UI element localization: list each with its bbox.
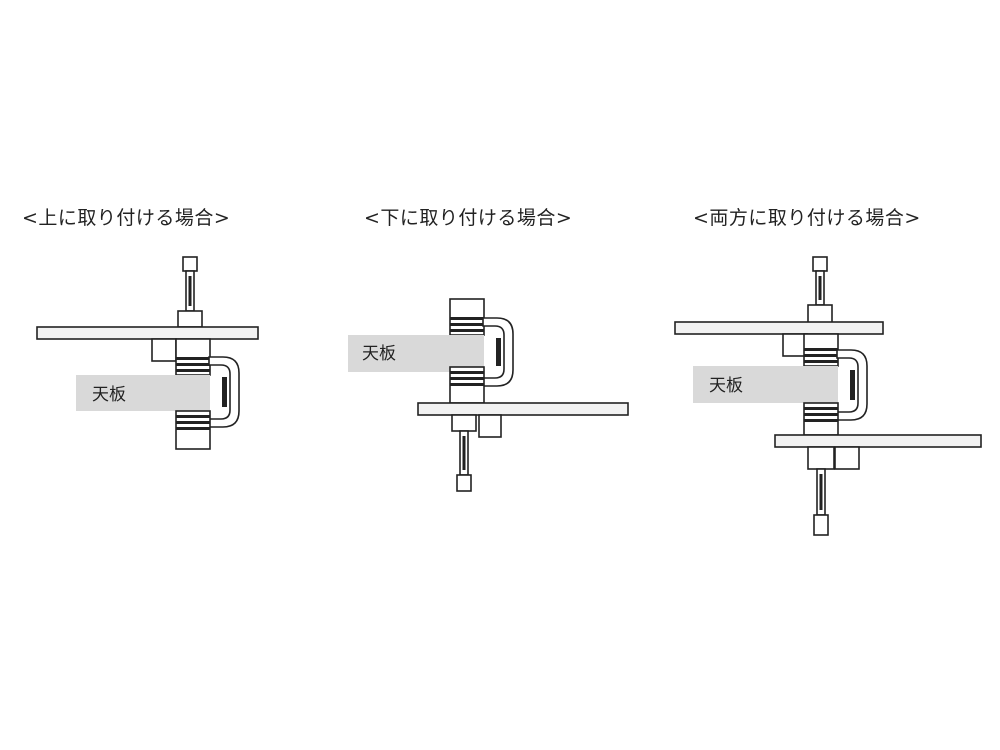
tabletop <box>348 335 484 372</box>
mounting-plate <box>36 326 259 340</box>
tabletop-label: 天板 <box>362 344 396 364</box>
c-clamp-icon <box>482 317 514 387</box>
post <box>807 446 835 536</box>
heading-both-mount: <両方に取り付ける場合> <box>693 207 921 229</box>
c-clamp-icon <box>836 349 868 421</box>
lower-jaw <box>175 410 211 450</box>
tabletop <box>693 366 838 403</box>
lower-mounting-plate <box>774 434 982 448</box>
diagram-top-mount: 天板 <box>36 256 259 450</box>
lower-jaw <box>803 402 839 436</box>
heading-top-mount: <上に取り付ける場合> <box>22 207 231 229</box>
diagram-bottom-mount: 天板 <box>348 298 629 492</box>
c-clamp-icon <box>208 356 240 428</box>
heading-bottom-mount: <下に取り付ける場合> <box>364 207 573 229</box>
spacer-block <box>478 414 502 438</box>
upper-jaw <box>175 338 211 376</box>
spacer-block <box>834 446 860 470</box>
post <box>451 414 477 492</box>
diagram-both-mount: 天板 <box>674 256 982 536</box>
mounting-plate <box>417 402 629 416</box>
upper-jaw <box>803 333 839 367</box>
tabletop-label: 天板 <box>92 385 126 405</box>
post <box>807 256 833 324</box>
upper-jaw <box>449 298 485 336</box>
lower-jaw <box>449 366 485 404</box>
upper-mounting-plate <box>674 321 884 335</box>
tabletop-label: 天板 <box>709 376 743 396</box>
tabletop <box>76 375 210 411</box>
spacer-block <box>151 338 177 362</box>
post <box>177 256 203 328</box>
